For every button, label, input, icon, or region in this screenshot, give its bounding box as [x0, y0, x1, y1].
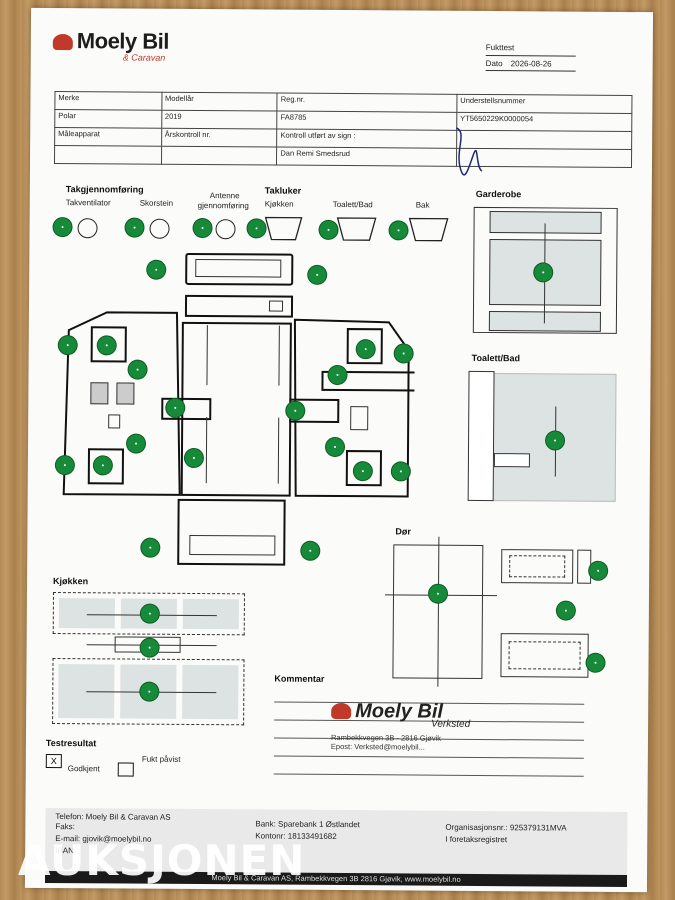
measurement-dot [141, 538, 160, 557]
measurement-dot [184, 448, 204, 468]
table-cell [161, 146, 277, 166]
stove-element [116, 382, 135, 405]
measurement-dot [140, 638, 159, 657]
form-sheet: Moely Bil & Caravan Fukttest Dato 2026-0… [24, 7, 654, 893]
footer-register: I foretaksregistret [445, 834, 508, 845]
kommentar-heading: Kommentar [274, 673, 325, 684]
signature-scribble [455, 127, 483, 176]
table-cell: Måleapparat [54, 127, 162, 147]
vehicle-info-table: Merke Modellår Reg.nr. Understellsnummer… [54, 91, 632, 168]
measurement-dot [97, 336, 116, 355]
chimney-ring-icon [149, 218, 170, 239]
measurement-dot [319, 220, 338, 239]
measurement-dot [147, 260, 166, 279]
measurement-dot [534, 263, 553, 282]
stamp-name: Moely Bil [355, 700, 444, 723]
stamp-logo-icon [331, 702, 352, 720]
date-value: 2026-08-26 [510, 59, 552, 69]
table-row: Dan Remi Smedsrud [54, 145, 632, 168]
table-cell: 2019 [161, 110, 278, 130]
measurement-dot [589, 561, 608, 580]
footer-bank: Bank: Sparebank 1 Østlandet [255, 819, 360, 830]
stamp-email: Epost: Verksted@moelybil... [330, 741, 425, 752]
measurement-dot [58, 336, 77, 355]
measurement-dot [301, 541, 320, 560]
measurement-dot [391, 462, 410, 481]
table-cell: Dan Remi Smedsrud [276, 147, 457, 167]
footer-company: Telefon: Moely Bil & Caravan AS [55, 812, 171, 822]
measurement-dot [53, 218, 72, 237]
measurement-dot [586, 653, 605, 672]
measurement-dot [325, 437, 345, 457]
footer-org: Organisasjonsnr.: 925379131MVA [445, 822, 567, 833]
kjokken-hatch-label: Kjøkken [264, 199, 294, 209]
godkjent-checkbox[interactable]: X [45, 753, 62, 769]
measurement-dot [140, 682, 159, 701]
roof-hatch-shapes [264, 216, 449, 242]
table-cell: Merke [54, 91, 162, 111]
measurement-dot [308, 265, 327, 284]
stove-element [90, 382, 109, 405]
date-label: Dato [485, 59, 503, 69]
company-logo: Moely Bil & Caravan [52, 28, 170, 63]
measurement-dot [128, 360, 147, 379]
measurement-dot [328, 365, 347, 385]
skorstein-label: Skorstein [139, 198, 174, 208]
logo-text: Moely Bil [76, 28, 170, 54]
garderobe-heading: Garderobe [475, 188, 522, 200]
measurement-dot [353, 462, 372, 481]
toalett-bad-heading: Toalett/Bad [471, 352, 521, 364]
takluker-heading: Takluker [264, 185, 302, 196]
table-cell: Modellår [161, 92, 278, 112]
logo-mark-icon [52, 33, 73, 51]
measurement-dot [93, 456, 112, 475]
antenna-ring-icon [215, 219, 236, 240]
table-cell: Kontroll utført av sign : [276, 129, 457, 149]
measurement-dot [166, 398, 185, 417]
auction-watermark: AUKSJONEN [18, 836, 306, 885]
table-cell: Polar [54, 109, 162, 129]
measurement-dot [546, 431, 565, 450]
measurement-dot [193, 218, 212, 238]
logo-subtext: & Caravan [122, 52, 166, 63]
table-cell: Understellsnummer [456, 94, 632, 114]
gjennomforing-label: gjennomføring [197, 201, 249, 211]
measurement-dot [125, 218, 144, 237]
fukt-pavist-checkbox[interactable] [117, 762, 134, 777]
measurement-dot [356, 340, 375, 359]
table-cell [54, 145, 162, 165]
vent-ring-icon [77, 218, 98, 239]
testresultat-heading: Testresultat [45, 737, 97, 749]
toalett-hatch-label: Toalett/Bad [332, 199, 373, 210]
takventilator-label: Takventilator [65, 198, 111, 208]
kjokken-heading: Kjøkken [53, 576, 89, 587]
form-title: Fukttest [485, 43, 515, 53]
measurement-dot [55, 456, 74, 475]
measurement-dot [126, 434, 146, 453]
dor-heading: Dør [395, 526, 411, 537]
rear-cabinet [177, 498, 286, 566]
measurement-dot [389, 221, 408, 240]
measurement-dot [394, 344, 413, 363]
antenne-label: Antenne [209, 191, 240, 201]
bak-hatch-label: Bak [415, 200, 430, 210]
measurement-dot [140, 604, 159, 623]
stamp-sub: Verksted [431, 718, 471, 730]
footer-fax: Faks: [55, 822, 75, 832]
workshop-stamp: Moely Bil Verksted Rambekkvegen 3B - 281… [331, 700, 501, 752]
table-cell: FA8785 [277, 111, 457, 131]
godkjent-label: Godkjent [67, 764, 100, 774]
fukt-pavist-label: Fukt påvist [141, 754, 181, 764]
measurement-dot [428, 584, 448, 603]
measurement-dot [286, 401, 305, 420]
measurement-dot [556, 601, 575, 620]
table-cell: Årskontroll nr. [161, 128, 278, 148]
takgjennomforing-heading: Takgjennomføring [65, 184, 144, 195]
table-cell: Reg.nr. [277, 93, 457, 113]
